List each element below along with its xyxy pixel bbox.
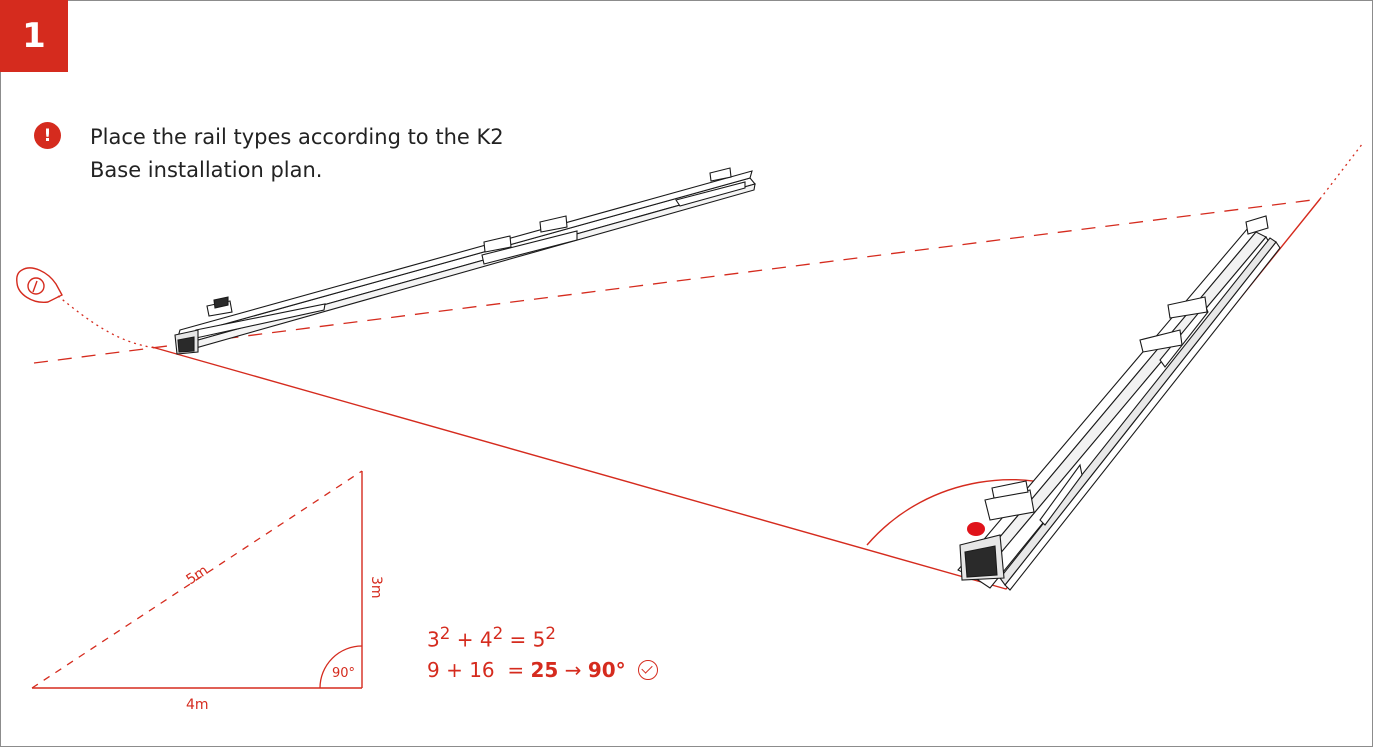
right-triangle-diagram: 5m 3m 4m 90° xyxy=(31,470,384,713)
arrow-right-icon: → xyxy=(564,658,582,682)
pythagoras-result: 9 + 16 = 25 → 90° xyxy=(427,657,659,682)
base-side-label: 4m xyxy=(186,697,209,713)
dotted-reel-line xyxy=(57,295,157,349)
marker-dot xyxy=(967,522,985,536)
sum-text: 9 + 16 = xyxy=(427,658,531,682)
rail-assembly-right xyxy=(957,215,1281,591)
rail-assembly-upper xyxy=(174,167,756,355)
result-value: 25 xyxy=(530,658,559,682)
checkmark-circle-icon xyxy=(638,660,659,680)
triangle-hypotenuse xyxy=(31,470,363,689)
string-reel-icon xyxy=(16,267,63,303)
step-number-badge: 1 xyxy=(0,0,68,72)
triangle-angle-arc xyxy=(319,645,363,689)
installation-note: ! Place the rail types according to the … xyxy=(34,121,520,187)
exclamation-icon: ! xyxy=(34,122,61,149)
note-text: Place the rail types according to the K2… xyxy=(90,125,504,182)
hypotenuse-label: 5m xyxy=(183,562,211,588)
dotted-far-line xyxy=(1319,142,1364,200)
vertical-side-label: 3m xyxy=(368,576,384,599)
pythagoras-equation: 32 + 42 = 52 xyxy=(427,624,556,652)
result-angle: 90° xyxy=(587,658,626,682)
angle-label: 90° xyxy=(332,666,355,681)
dashed-string-line xyxy=(33,198,1321,364)
